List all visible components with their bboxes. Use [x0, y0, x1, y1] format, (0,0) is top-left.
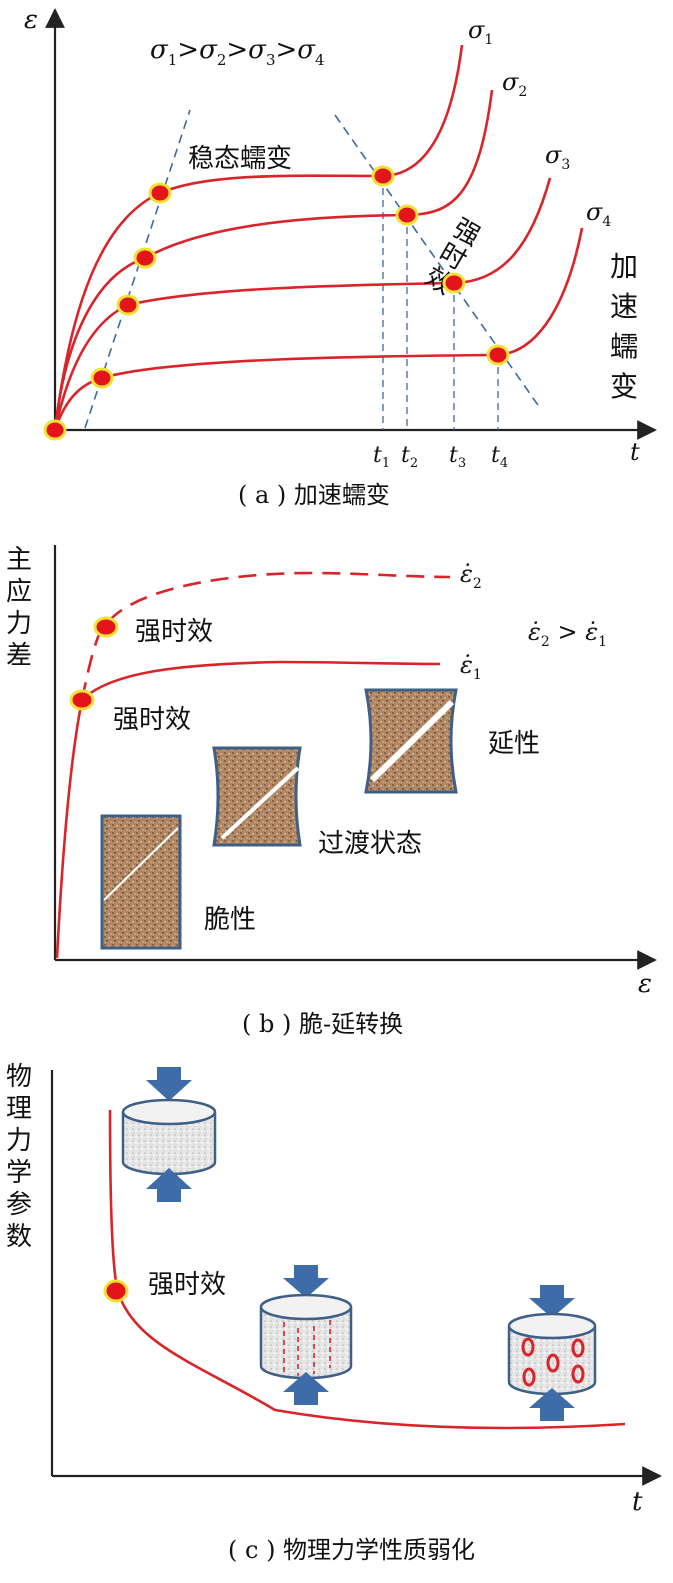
marker-strong-aging-lower [69, 689, 95, 711]
panel-a: ε t σ1>σ2>σ3>σ4 σ1 σ2 σ3 σ4 t1 t2 t3 t4 … [24, 5, 657, 509]
marker-sigma3-accel [442, 272, 466, 294]
axis-b-y-label-char: 力 [6, 609, 32, 639]
tick-label-t2: t2 [401, 443, 418, 471]
stress-curve-rate2 [55, 699, 84, 959]
markers-a [43, 165, 510, 441]
curve-label-sigma1: σ1 [468, 16, 493, 48]
curve-label-sigma3: σ3 [545, 141, 570, 173]
panel-c: 物 理 力 学 参 数 t 强时效 [6, 1062, 662, 1564]
tick-label-t3: t3 [449, 443, 466, 471]
marker-sigma2-transition [133, 247, 157, 269]
axis-c-y-label-char: 力 [6, 1126, 32, 1156]
axis-a-x-symbol: t [630, 438, 640, 466]
label-accelerated-creep-char: 蠕 [610, 330, 638, 363]
label-accelerated-creep-char: 速 [610, 290, 638, 323]
tick-label-t1: t1 [373, 443, 390, 471]
curve-label-sigma2: σ2 [502, 68, 527, 100]
marker-strong-aging-upper [93, 616, 119, 638]
creep-curve-sigma4 [53, 227, 584, 431]
marker-sigma4-accel [486, 344, 510, 366]
marker-sigma1-transition [148, 182, 172, 204]
specimen-ductile [364, 688, 458, 794]
sigma-relation: σ1>σ2>σ3>σ4 [150, 35, 325, 69]
stress-curve-rate1 [81, 660, 441, 701]
label-strong-aging-upper: 强时效 [135, 617, 213, 647]
label-ductile: 延性 [488, 729, 540, 759]
axis-c-y-label-char: 学 [6, 1158, 32, 1188]
axis-b-y-label-char: 主 [6, 545, 32, 575]
label-brittle: 脆性 [204, 905, 256, 935]
creep-curve-sigma1 [53, 44, 464, 431]
label-strong-aging-lower: 强时效 [113, 705, 191, 735]
specimen-damaged [507, 1285, 597, 1421]
specimen-transition [212, 746, 302, 847]
tick-label-t4: t4 [491, 443, 508, 471]
curve-label-rate1: ε̇1 [460, 651, 482, 683]
caption-a: ( a ) 加速蠕变 [238, 481, 390, 509]
marker-sigma1-accel [371, 165, 395, 187]
axis-b-x-symbol: ε [638, 969, 652, 999]
marker-sigma2-accel [395, 204, 419, 226]
creep-curve-sigma2 [53, 89, 494, 431]
rate-relation: ε̇2 > ε̇1 [528, 618, 607, 650]
specimen-microcracked [259, 1265, 353, 1405]
axis-b-y-label-char: 应 [6, 577, 32, 607]
axis-c-x-symbol: t [632, 1487, 643, 1517]
axis-c-y-label-char: 理 [6, 1094, 32, 1124]
guide-line-primary-creep [84, 109, 191, 429]
creep-curve-sigma3 [53, 177, 552, 431]
label-strong-aging-c: 强时效 [148, 1270, 226, 1300]
axis-c-y-label-char: 数 [6, 1222, 32, 1252]
marker-origin [43, 419, 67, 441]
axis-b-y-label-char: 差 [6, 641, 32, 671]
label-transition: 过渡状态 [318, 829, 422, 859]
axis-c-y-label-char: 物 [6, 1062, 32, 1092]
marker-sigma4-transition [90, 367, 114, 389]
marker-sigma3-transition [116, 294, 140, 316]
specimen-intact [121, 1067, 217, 1202]
label-accelerated-creep-char: 变 [610, 370, 638, 403]
caption-c: ( c ) 物理力学性质弱化 [228, 1536, 475, 1564]
specimen-brittle [100, 814, 182, 950]
weakening-curve [108, 1109, 626, 1430]
label-accelerated-creep-char: 加 [610, 250, 638, 283]
curve-label-rate2: ε̇2 [460, 560, 482, 592]
curve-label-sigma4: σ4 [586, 198, 611, 230]
caption-b: ( b ) 脆-延转换 [242, 1010, 403, 1038]
label-steady-creep: 稳态蠕变 [188, 144, 292, 174]
panel-b: 主 应 力 差 ε ε̇2 ε̇1 ε̇2 > ε̇1 强时效 强时效 脆性 过… [6, 545, 657, 1038]
axis-c-y-label-char: 参 [6, 1190, 32, 1220]
axis-a-y-symbol: ε [24, 5, 38, 35]
marker-strong-aging-c [103, 1279, 129, 1303]
